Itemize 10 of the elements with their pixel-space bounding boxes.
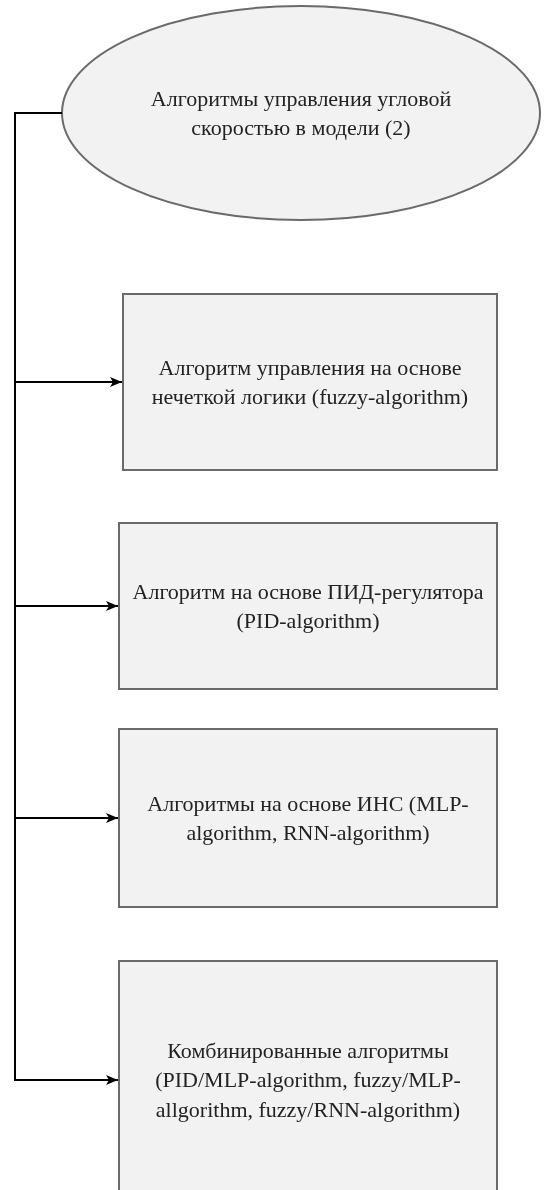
node-label: Алгоритм управления на основе нечеткой логики (fuzzy-algorithm)	[150, 353, 470, 411]
node-label: Алгоритмы управления угловой скоростью в модели (2)	[149, 84, 453, 142]
process-box	[118, 522, 498, 690]
node-label: Комбинированные алгоритмы (PID/MLP-algorithm, fuzzy/MLP-allgorithm, fuzzy/RNN-algorithm)	[154, 1037, 462, 1124]
process-box	[118, 728, 498, 908]
connector-arrow	[14, 112, 119, 1085]
process-box	[118, 960, 498, 1190]
node-label: Алгоритм на основе ПИД-регулятора (PID-algorithm)	[131, 577, 485, 635]
node-label: Алгоритмы на основе ИНС (MLP-algorithm, RNN-algorithm)	[146, 789, 470, 847]
process-box	[122, 293, 498, 471]
